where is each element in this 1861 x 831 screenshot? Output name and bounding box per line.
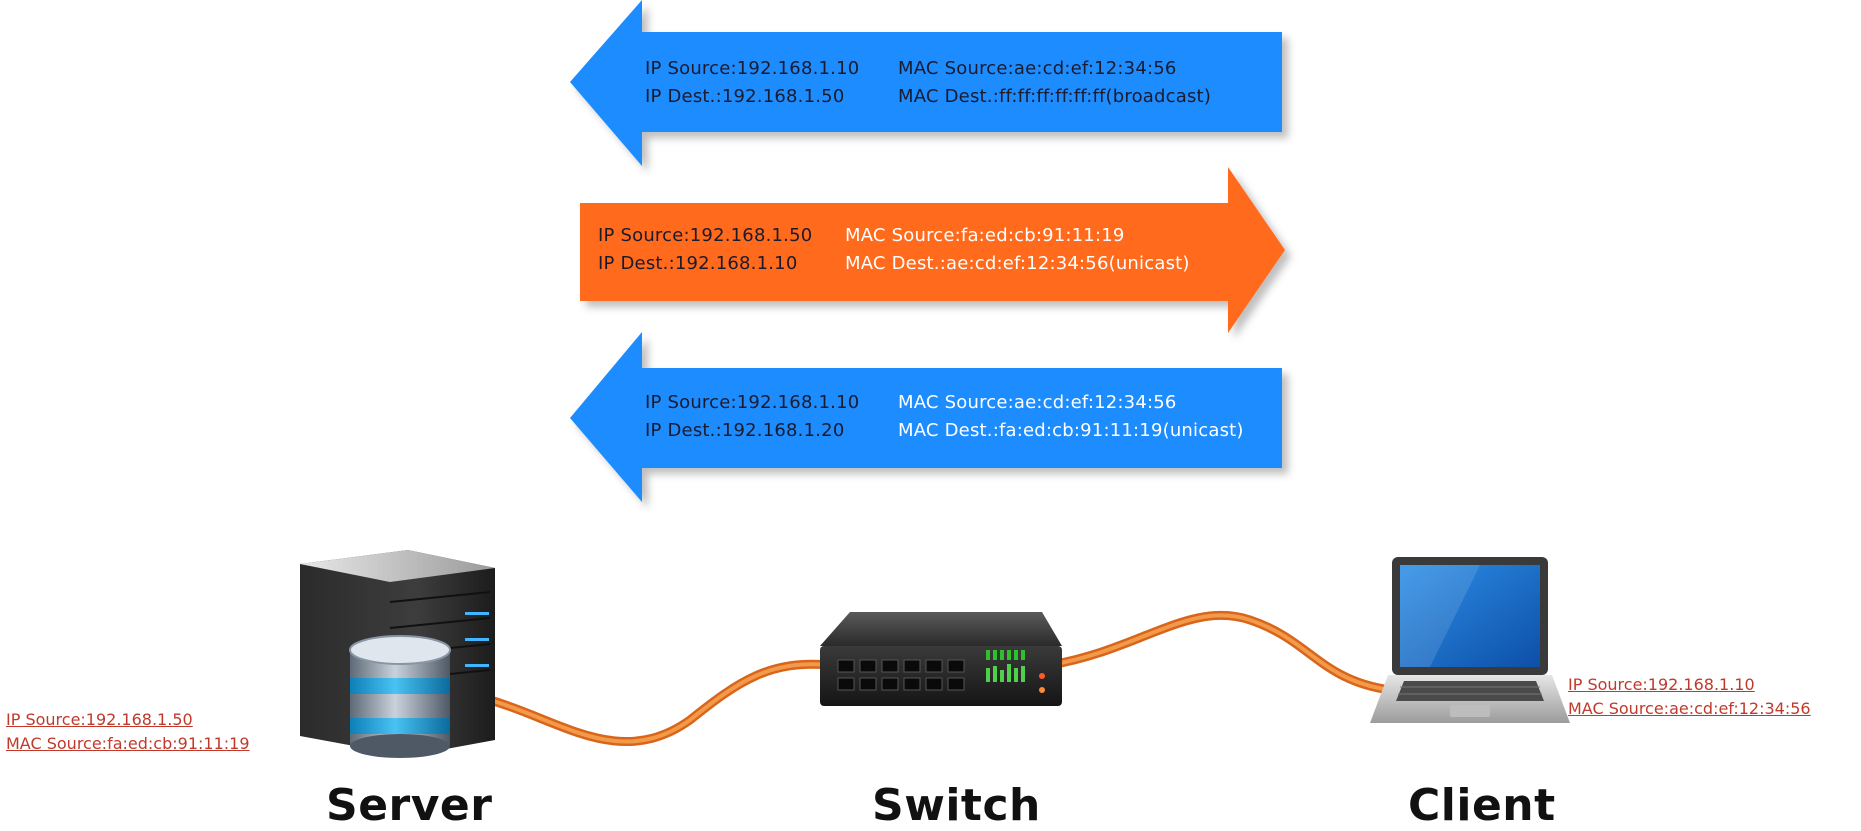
- server-address: IP Source:192.168.1.50 MAC Source:fa:ed:…: [6, 708, 250, 756]
- mac-dest-text: MAC Dest.:fa:ed:cb:91:11:19(unicast): [898, 420, 1244, 441]
- mac-source-text: MAC Source:ae:cd:ef:12:34:56: [898, 58, 1177, 79]
- mac-source-text: MAC Source:ae:cd:ef:12:34:56: [898, 392, 1177, 413]
- cable-server-switch: [485, 659, 835, 747]
- mac-source-text: MAC Source:fa:ed:cb:91:11:19: [845, 225, 1125, 246]
- ip-source-text: IP Source:192.168.1.10: [645, 58, 860, 79]
- client-ip-source: IP Source:192.168.1.10: [1568, 675, 1755, 694]
- ip-dest-text: IP Dest.:192.168.1.50: [645, 86, 845, 107]
- server-icon: [300, 550, 495, 758]
- switch-icon: [820, 612, 1062, 706]
- ip-source-text: IP Source:192.168.1.10: [645, 392, 860, 413]
- client-address: IP Source:192.168.1.10 MAC Source:ae:cd:…: [1568, 673, 1811, 721]
- client-mac-source: MAC Source:ae:cd:ef:12:34:56: [1568, 699, 1811, 718]
- server-ip-source: IP Source:192.168.1.50: [6, 710, 193, 729]
- left-arrow-shape: [570, 332, 1282, 502]
- server-mac-source: MAC Source:fa:ed:cb:91:11:19: [6, 734, 250, 753]
- packet-arrow-arp-request: IP Source:192.168.1.10 IP Dest.:192.168.…: [570, 0, 1290, 170]
- laptop-icon: [1370, 557, 1570, 723]
- server-device: [290, 540, 500, 760]
- client-label: Client: [1408, 780, 1556, 831]
- switch-label: Switch: [872, 780, 1041, 831]
- ip-source-text: IP Source:192.168.1.50: [598, 225, 813, 246]
- right-arrow-shape: [580, 167, 1285, 333]
- client-device: [1370, 555, 1570, 730]
- server-label: Server: [326, 780, 493, 831]
- mac-dest-text: MAC Dest.:ae:cd:ef:12:34:56(unicast): [845, 253, 1190, 274]
- left-arrow-shape: [570, 0, 1282, 166]
- ip-dest-text: IP Dest.:192.168.1.20: [645, 420, 845, 441]
- packet-arrow-arp-reply: IP Source:192.168.1.50 IP Dest.:192.168.…: [580, 165, 1290, 337]
- switch-device: [810, 606, 1070, 716]
- mac-dest-text: MAC Dest.:ff:ff:ff:ff:ff:ff(broadcast): [898, 86, 1212, 107]
- packet-arrow-data-frame: IP Source:192.168.1.10 IP Dest.:192.168.…: [570, 332, 1290, 504]
- ip-dest-text: IP Dest.:192.168.1.10: [598, 253, 798, 274]
